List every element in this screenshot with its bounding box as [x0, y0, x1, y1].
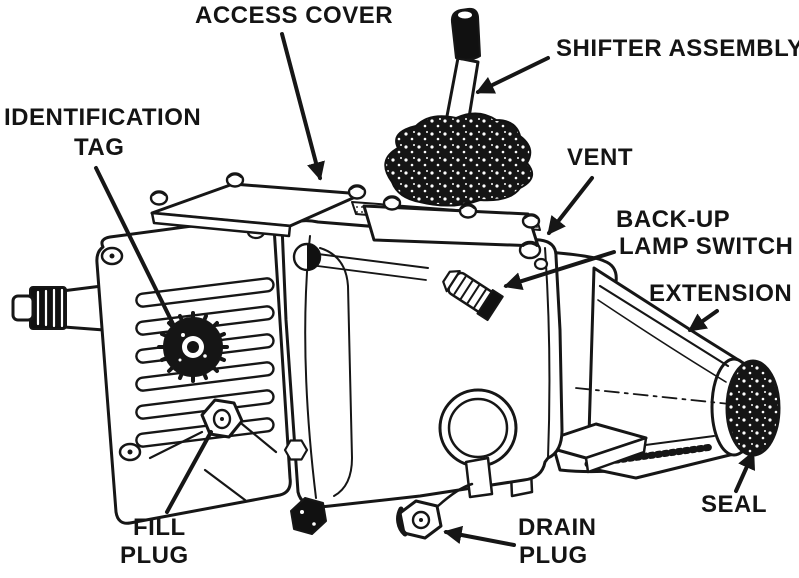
drain-plug-part	[396, 482, 474, 540]
leader-identification-tag	[94, 166, 176, 328]
shifter-assembly-part	[351, 7, 541, 248]
label-shifter-assembly: SHIFTER ASSEMBLY	[556, 35, 799, 62]
bottom-bolt	[290, 497, 327, 535]
label-backup-lamp-switch-line2: LAMP SWITCH	[619, 233, 794, 260]
leader-fill-plug	[165, 430, 213, 514]
seal-part	[725, 359, 781, 457]
leader-drain-plug	[443, 525, 516, 547]
label-vent: VENT	[567, 144, 634, 171]
leader-seal	[734, 450, 756, 493]
backup-lamp-switch-part	[442, 269, 504, 322]
vent-part	[518, 240, 549, 271]
shifter-boot	[384, 112, 534, 207]
fill-plug-part	[200, 398, 244, 439]
leader-vent	[547, 176, 594, 236]
callout-leaders	[94, 32, 756, 547]
front-plate	[95, 215, 309, 525]
leader-access-cover	[280, 32, 325, 181]
leader-shifter-assembly	[475, 56, 550, 94]
identification-tag-part	[157, 311, 229, 383]
label-seal: SEAL	[701, 491, 768, 518]
label-fill-plug-line1: FILL	[133, 514, 186, 541]
leader-backup-lamp-switch	[503, 250, 616, 291]
cover-bolts	[149, 172, 367, 206]
label-drain-plug-line1: DRAIN	[518, 514, 597, 541]
label-identification-tag-line2: TAG	[74, 134, 125, 161]
main-case	[280, 219, 564, 509]
countershaft-bore	[438, 388, 518, 499]
label-access-cover: ACCESS COVER	[195, 2, 394, 29]
centerline	[575, 387, 731, 405]
label-drain-plug-line2: PLUG	[519, 542, 588, 569]
label-backup-lamp-switch-line1: BACK-UP	[616, 206, 731, 233]
access-cover-part	[149, 172, 367, 238]
label-identification-tag-line1: IDENTIFICATION	[4, 104, 202, 131]
lever-stub	[450, 7, 481, 61]
label-extension: EXTENSION	[649, 280, 793, 307]
leader-extension	[687, 309, 719, 332]
input-shaft	[11, 284, 106, 332]
label-fill-plug-line2: PLUG	[120, 542, 189, 569]
